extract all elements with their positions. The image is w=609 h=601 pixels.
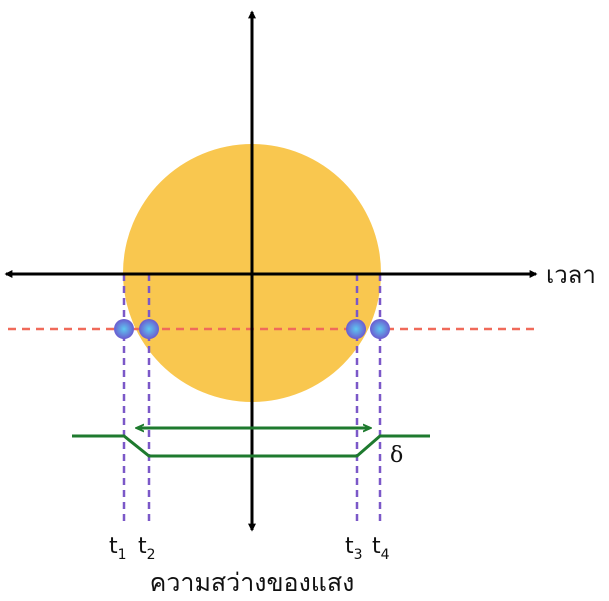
depth-label: δ [390,443,403,468]
contact-label-t2: t2 [138,534,156,563]
planet-marker-t1 [114,319,134,339]
diagram-caption: ความสว่างของแสง [150,568,355,597]
planet-marker-t3 [346,319,366,339]
contact-lines [122,274,382,522]
time-axis-label: เวลา [546,261,596,289]
planet-marker-t2 [139,319,159,339]
contact-label-t3: t3 [345,534,363,563]
planet-markers [114,319,390,339]
contact-label-t4: t4 [372,534,390,563]
contact-labels: t1 t2 t3 t4 [109,534,390,563]
planet-marker-t4 [370,319,390,339]
light-curve [72,434,430,458]
contact-label-t1: t1 [109,534,127,563]
